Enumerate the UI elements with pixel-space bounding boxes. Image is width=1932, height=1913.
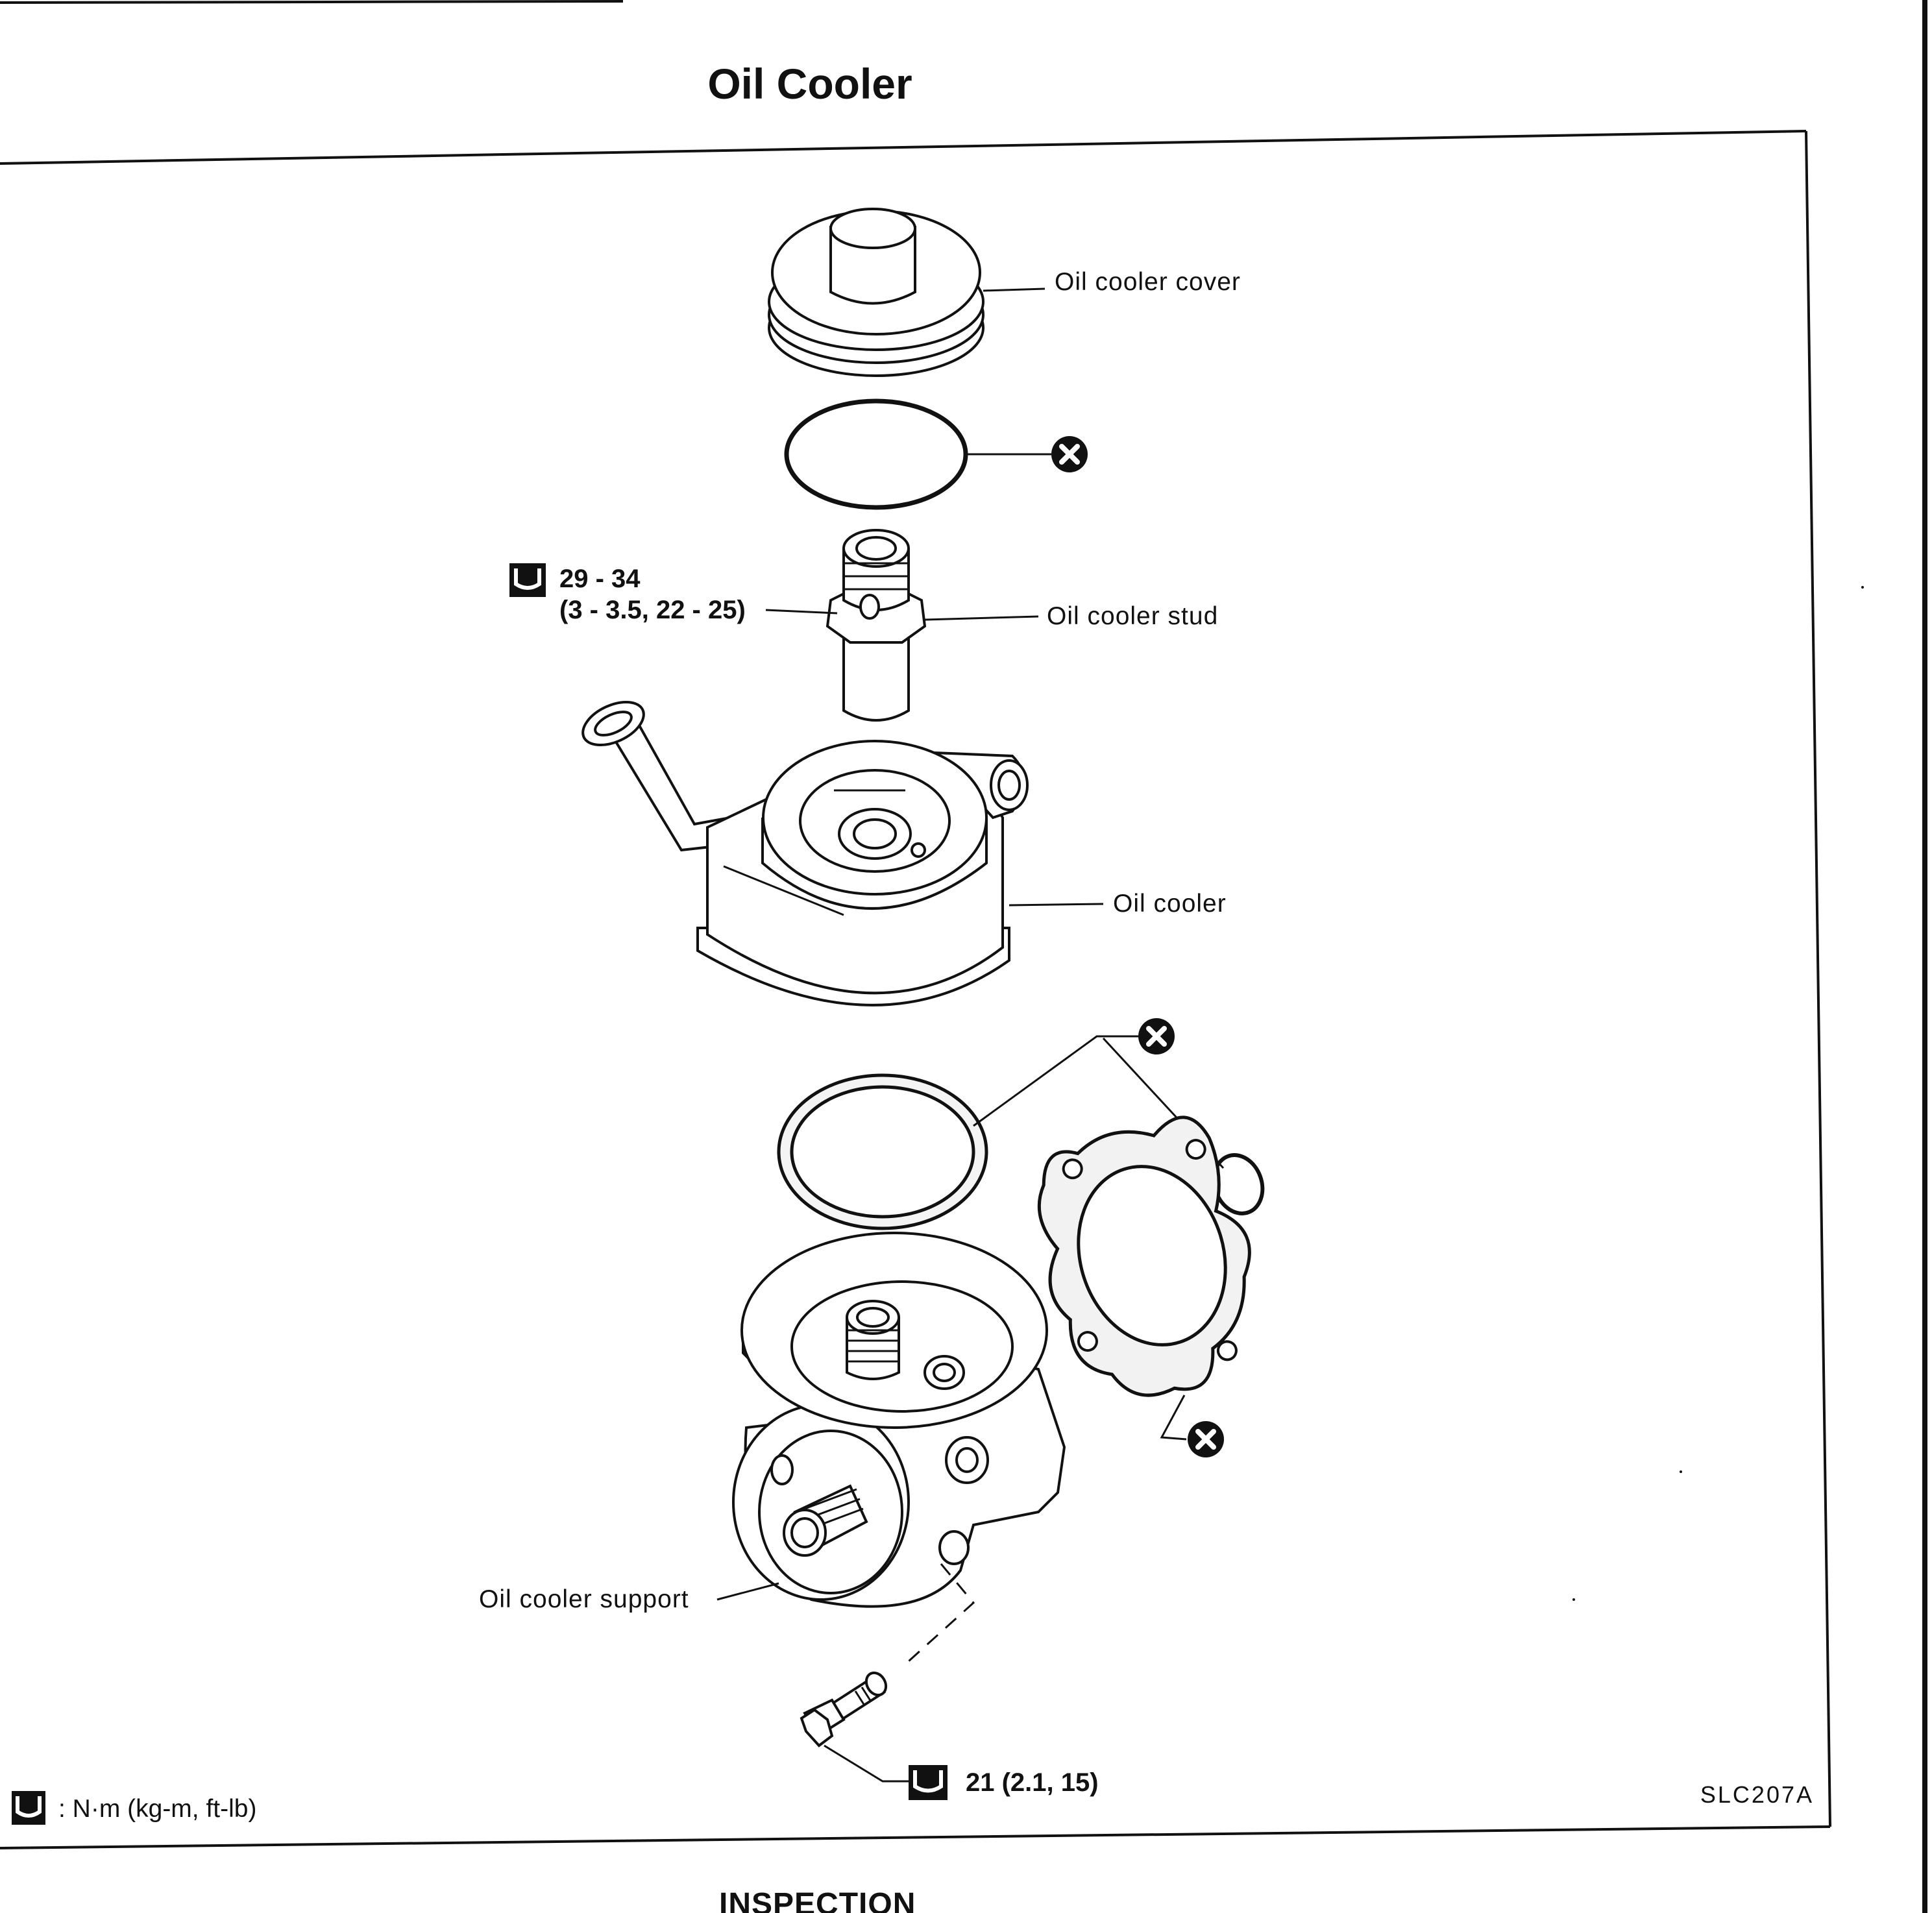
label-oil-cooler-stud: Oil cooler stud: [1047, 602, 1218, 630]
bolt-alignment-line: [907, 1563, 975, 1663]
leader-bolt: [824, 1744, 910, 1783]
scan-speck: [1680, 1470, 1682, 1473]
stud-torque-alt: (3 - 3.5, 22 - 25): [559, 596, 746, 624]
oil-cooler-stud: [825, 529, 927, 722]
label-oil-cooler-support: Oil cooler support: [479, 1585, 689, 1613]
cover-o-ring: [784, 398, 968, 510]
replace-part-icon: [1188, 1421, 1224, 1457]
oil-cooler-body: [581, 700, 1029, 1006]
oil-cooler-support: [732, 1232, 1066, 1608]
leader-support: [716, 1582, 779, 1601]
leader-stud: [924, 615, 1039, 621]
replace-part-icon: [1051, 436, 1088, 472]
section-heading-inspection: INSPECTION: [719, 1887, 916, 1913]
stud-torque-nm: 29 - 34: [559, 565, 641, 593]
oil-cooler-gasket-ring: [777, 1073, 988, 1230]
figure-code: SLC207A: [1700, 1781, 1814, 1808]
mounting-bolt: [800, 1671, 888, 1748]
oil-cooler-cover: [768, 208, 984, 377]
leader-gasket-ring: [973, 1035, 1139, 1127]
torque-wrench-icon: [12, 1791, 45, 1825]
scan-speck: [1861, 586, 1864, 589]
legend-torque-units: : N·m (kg-m, ft-lb): [58, 1795, 256, 1823]
page-top-rule: [0, 0, 624, 4]
leader-cover: [983, 287, 1045, 292]
label-oil-cooler: Oil cooler: [1113, 890, 1227, 918]
replace-part-icon: [1138, 1018, 1175, 1054]
label-oil-cooler-cover: Oil cooler cover: [1055, 268, 1241, 296]
flange-gasket: [1037, 1115, 1251, 1397]
leader-stud-torque: [765, 609, 838, 615]
page-title: Oil Cooler: [707, 60, 912, 108]
leader-oil-cooler: [1009, 903, 1104, 907]
torque-wrench-icon: [509, 563, 546, 597]
figure-frame: [0, 130, 1831, 1849]
bolt-torque: 21 (2.1, 15): [966, 1768, 1099, 1797]
leader-flange-gasket: [1160, 1395, 1187, 1441]
torque-wrench-icon: [909, 1765, 948, 1800]
scan-speck: [1572, 1598, 1575, 1601]
